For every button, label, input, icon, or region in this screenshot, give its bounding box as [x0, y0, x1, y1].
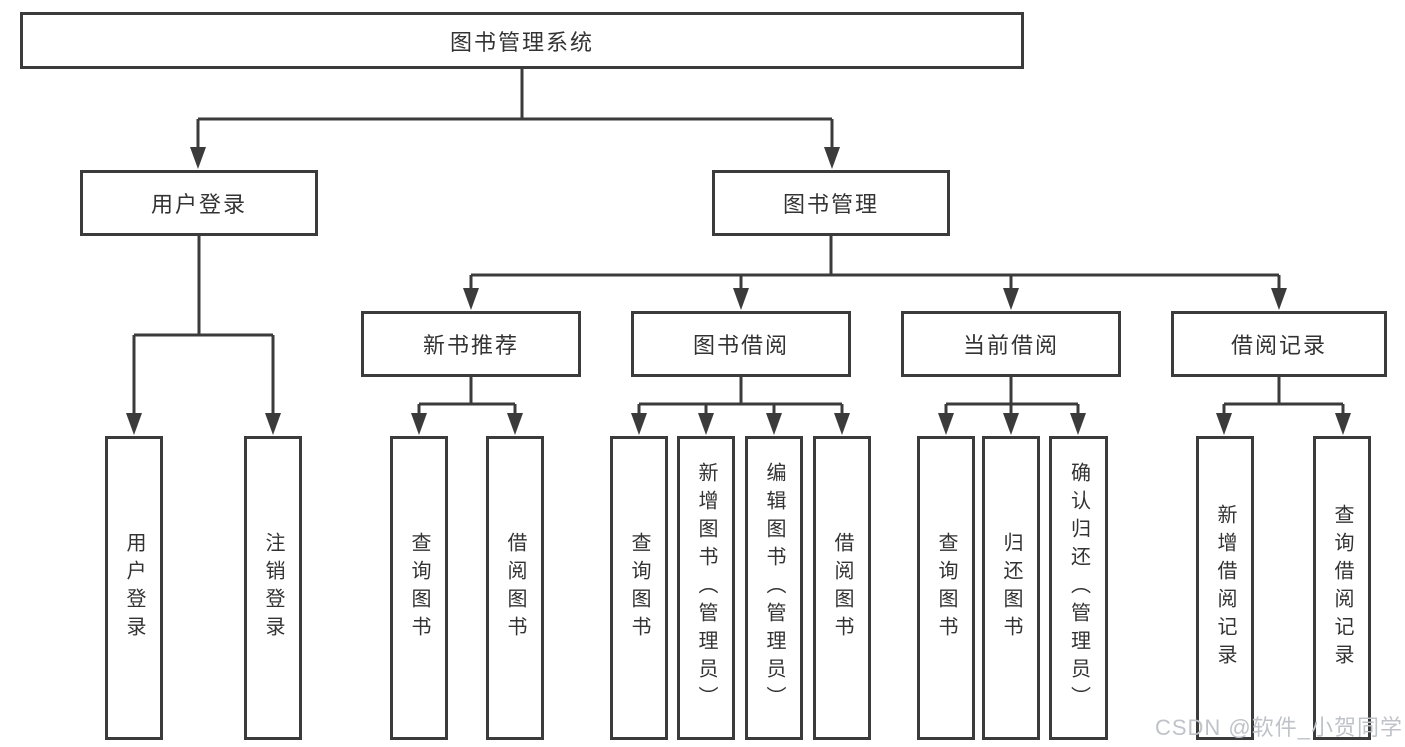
leaf-bb-query-books: 查询图书 [610, 436, 668, 740]
leaf-nb-query-books: 查询图书 [390, 436, 448, 740]
leaf-bb-query-books-label: 查询图书 [628, 532, 650, 644]
node-current-borrowing-label: 当前借阅 [962, 333, 1059, 358]
leaf-br-add-record-label: 新增借阅记录 [1214, 504, 1236, 672]
leaf-cb-confirm-return-admin-label: 确认归还（管理员） [1067, 462, 1090, 714]
node-book-management-label: 图书管理 [782, 192, 879, 217]
leaf-nb-borrow-books: 借阅图书 [486, 436, 544, 740]
leaf-cb-query-books: 查询图书 [917, 436, 975, 740]
leaf-bb-add-books-admin-label: 新增图书（管理员） [695, 462, 717, 714]
node-book-borrowing: 图书借阅 [631, 311, 851, 377]
node-borrow-records: 借阅记录 [1171, 311, 1387, 377]
leaf-cb-return-books: 归还图书 [982, 436, 1040, 740]
leaf-br-query-record-label: 查询借阅记录 [1331, 504, 1353, 672]
leaf-cb-return-books-label: 归还图书 [1000, 532, 1022, 644]
node-user-login-label: 用户登录 [150, 192, 247, 217]
node-current-borrowing: 当前借阅 [901, 311, 1121, 377]
leaf-br-add-record: 新增借阅记录 [1196, 436, 1254, 740]
leaf-user-login: 用户登录 [105, 436, 163, 740]
node-borrow-records-label: 借阅记录 [1230, 333, 1327, 358]
node-user-login: 用户登录 [80, 170, 318, 236]
csdn-watermark: CSDN @软件_小贺同学 [1154, 715, 1403, 740]
leaf-cb-confirm-return-admin: 确认归还（管理员） [1049, 436, 1108, 740]
node-new-books: 新书推荐 [361, 311, 581, 377]
leaf-logout: 注销登录 [244, 436, 302, 740]
node-new-books-label: 新书推荐 [422, 333, 519, 358]
node-root-label: 图书管理系统 [449, 29, 594, 55]
node-book-borrowing-label: 图书借阅 [692, 333, 789, 358]
leaf-nb-borrow-books-label: 借阅图书 [504, 532, 526, 644]
node-book-management: 图书管理 [712, 170, 950, 236]
leaf-user-login-label: 用户登录 [123, 532, 145, 644]
leaf-cb-query-books-label: 查询图书 [935, 532, 957, 644]
leaf-bb-borrow-books: 借阅图书 [813, 436, 871, 740]
leaf-logout-label: 注销登录 [262, 532, 284, 644]
leaf-bb-edit-books-admin-label: 编辑图书（管理员） [763, 462, 785, 714]
leaf-bb-add-books-admin: 新增图书（管理员） [677, 436, 735, 740]
leaf-br-query-record: 查询借阅记录 [1313, 436, 1371, 740]
leaf-bb-edit-books-admin: 编辑图书（管理员） [745, 436, 803, 740]
leaf-bb-borrow-books-label: 借阅图书 [831, 532, 853, 644]
leaf-nb-query-books-label: 查询图书 [408, 532, 430, 644]
node-root: 图书管理系统 [20, 12, 1024, 69]
